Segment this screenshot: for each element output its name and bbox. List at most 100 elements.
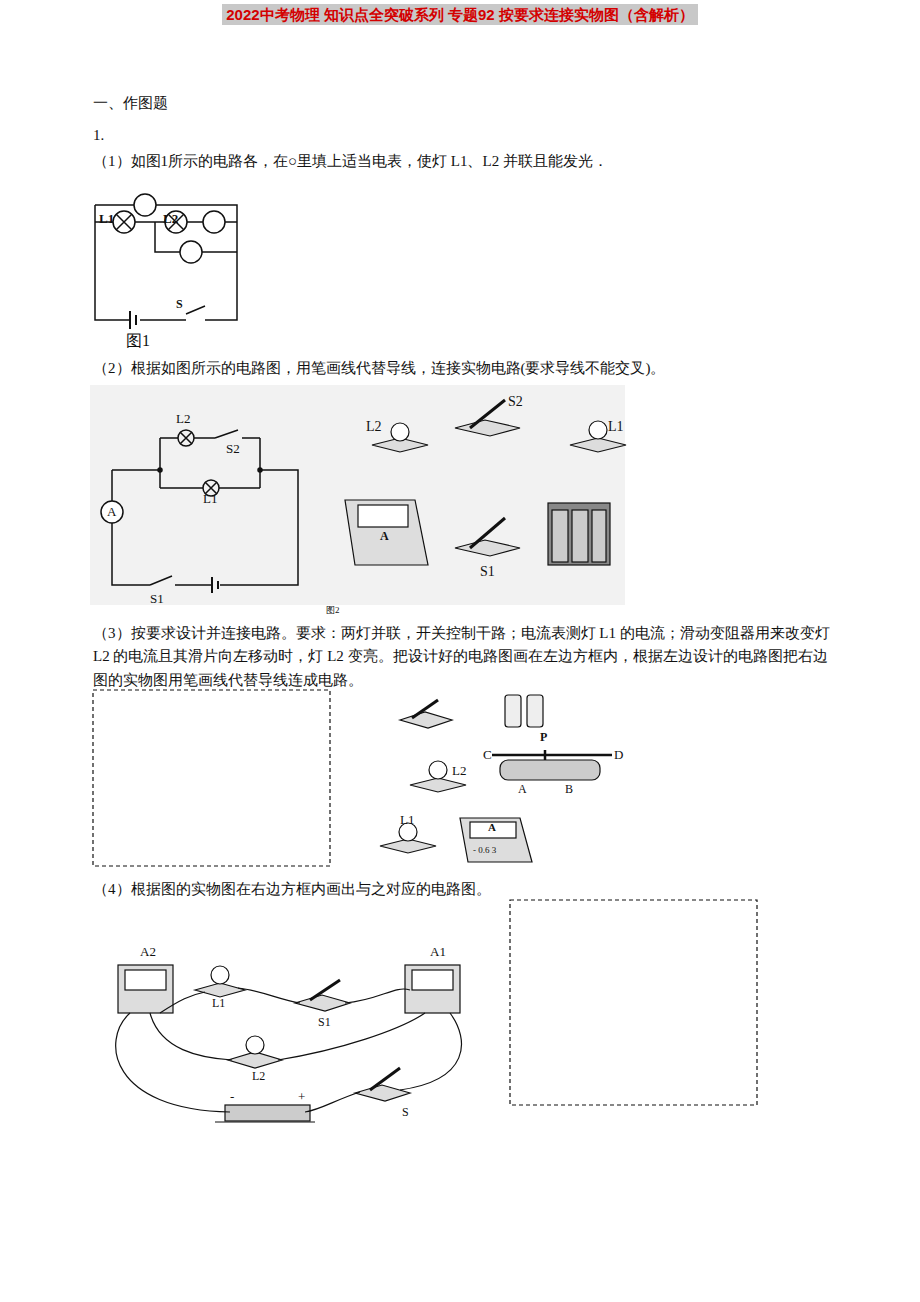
figure4-real-circuit-stroke	[116, 988, 462, 1112]
part-label: P	[540, 731, 547, 743]
figure3-parts-stroke	[410, 778, 466, 792]
figure2-components	[345, 400, 626, 565]
figure2-components-stroke	[572, 510, 588, 562]
part-label: L1	[400, 813, 414, 826]
part-label: A	[380, 530, 389, 542]
question-text: （3）按要求设计并连接电路。要求：两灯并联，开关控制干路；电流表测灯 L1 的电…	[93, 622, 833, 692]
figure2-components-stroke	[570, 438, 626, 452]
part-label: L2	[366, 420, 382, 434]
figure4-real-circuit-stroke	[310, 980, 340, 1000]
figure1-circuit-stroke	[130, 311, 136, 329]
figure2-schematic-stroke	[90, 385, 625, 605]
figure2-components-stroke	[592, 510, 606, 562]
figure2-schematic	[90, 385, 625, 605]
figure2-components-stroke	[391, 423, 409, 441]
figure1-circuit-stroke	[116, 214, 132, 230]
part-label: 一、作图题	[93, 96, 168, 111]
part-label: S2	[508, 395, 523, 409]
part-label: B	[565, 783, 573, 795]
figure3-parts-stroke	[412, 700, 438, 718]
question-text: （1）如图1所示的电路各，在○里填上适当电表，使灯 L1、L2 并联且能发光．	[93, 150, 833, 173]
part-label: S	[176, 298, 183, 310]
figure2-components-stroke	[548, 503, 610, 565]
figure4-real-circuit	[116, 900, 757, 1122]
figure2-components-stroke	[552, 510, 568, 562]
part-label: L2	[452, 764, 466, 777]
part-label: 图1	[126, 333, 150, 349]
part-label: - 0.6 3	[473, 846, 496, 855]
part-label: S2	[226, 442, 240, 455]
figure3-parts-stroke	[505, 695, 521, 727]
figure3-parts-stroke	[460, 818, 532, 862]
figure2-schematic-stroke	[180, 432, 192, 444]
part-label: C	[483, 748, 492, 761]
figure4-real-circuit-stroke	[355, 1085, 410, 1101]
figure1-circuit-stroke	[95, 205, 237, 320]
figure4-real-circuit-stroke	[295, 995, 350, 1011]
part-label: L1	[203, 492, 217, 505]
part-label: A2	[140, 945, 156, 958]
figure1-circuit-stroke	[134, 194, 156, 216]
figure2-components-stroke	[455, 540, 520, 556]
part-label: A1	[430, 945, 446, 958]
part-label: A	[488, 822, 496, 833]
figure2-schematic-stroke	[160, 430, 260, 488]
figure2-schematic-stroke	[212, 577, 218, 593]
figure3-parts-stroke	[400, 712, 452, 728]
page-title: 2022中考物理 知识点全突破系列 专题92 按要求连接实物图（含解析）	[222, 4, 698, 25]
figure1-circuit-stroke	[113, 211, 135, 233]
figure3-parts-stroke	[429, 761, 447, 779]
figure4-real-circuit-stroke	[211, 966, 229, 984]
title-band: 2022中考物理 知识点全突破系列 专题92 按要求连接实物图（含解析）	[0, 6, 920, 25]
figure2-components-stroke	[589, 421, 607, 439]
figure4-real-circuit-stroke	[412, 970, 453, 990]
part-label: S	[402, 1106, 409, 1118]
figure4-real-circuit-stroke	[215, 1121, 315, 1122]
part-label: L1	[608, 420, 624, 434]
figure3-parts-stroke	[93, 690, 330, 866]
figure2-components-stroke	[470, 400, 505, 428]
part-label: S1	[480, 565, 495, 579]
figure4-real-circuit-stroke	[246, 1036, 264, 1054]
figure4-real-circuit-stroke	[370, 1068, 400, 1090]
figure4-real-circuit-stroke	[405, 965, 460, 1013]
part-label: L2	[252, 1070, 265, 1082]
part-label: 图2	[326, 606, 340, 615]
part-label: A	[518, 783, 527, 795]
part-label: -	[230, 1090, 234, 1103]
figure3-parts-stroke	[500, 760, 600, 780]
figure4-real-circuit-stroke	[125, 970, 166, 990]
figure2-schematic-stroke	[158, 468, 162, 472]
figure4-real-circuit-stroke	[118, 965, 173, 1013]
figure1-circuit-stroke	[180, 241, 202, 263]
figure1-circuit	[95, 194, 237, 329]
figure2-components-stroke	[455, 420, 520, 436]
part-label: A	[107, 505, 116, 518]
figure1-circuit-stroke	[203, 211, 225, 233]
part-label: S1	[150, 592, 164, 605]
figure2-components-stroke	[345, 500, 428, 565]
figure4-real-circuit-stroke	[510, 900, 757, 1105]
figure2-schematic-stroke	[101, 501, 123, 523]
part-label: L1	[212, 997, 225, 1009]
part-label: S1	[318, 1016, 331, 1028]
part-label: L2	[176, 412, 190, 425]
figure3-parts-stroke	[470, 822, 516, 838]
figure3-parts	[93, 690, 612, 866]
part-label: 1.	[93, 128, 104, 143]
part-label: L1	[99, 212, 114, 225]
part-label: D	[614, 748, 623, 761]
figure2-components-stroke	[470, 518, 505, 548]
figure2-schematic-stroke	[258, 468, 262, 472]
figure2-schematic-stroke	[112, 470, 298, 585]
question-text: （4）根据图的实物图在右边方框内画出与之对应的电路图。	[93, 878, 833, 901]
figure4-real-circuit-stroke	[195, 983, 245, 997]
question-text: （2）根据如图所示的电路图，用笔画线代替导线，连接实物电路(要求导线不能交叉)。	[93, 357, 833, 380]
figure4-real-circuit-stroke	[225, 1105, 310, 1121]
figure3-parts-stroke	[492, 750, 612, 760]
figure2-components-stroke	[358, 505, 408, 527]
part-label: +	[298, 1090, 305, 1103]
part-label: L2	[163, 212, 178, 225]
figure2-schematic-stroke	[178, 430, 194, 446]
